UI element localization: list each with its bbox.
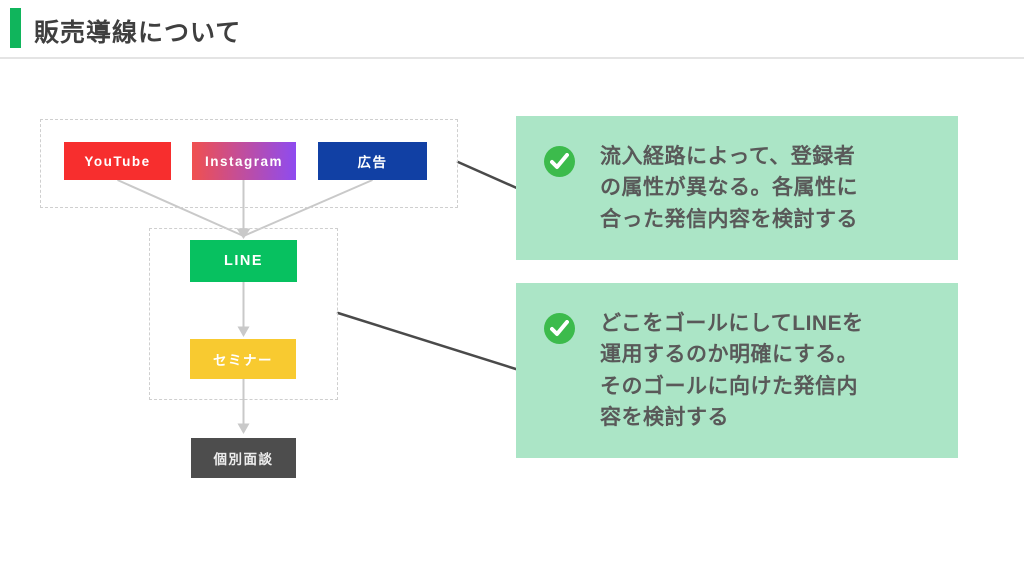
callout-text: どこをゴールにしてLINEを 運用するのか明確にする。 そのゴールに向けた発信内… <box>600 311 864 430</box>
flow-node-interview-label: 個別面談 <box>213 452 274 467</box>
flow-node-interview: 個別面談 <box>191 438 296 478</box>
leader-line-callout-2 <box>336 311 521 372</box>
checkmark-glyph <box>550 320 569 336</box>
callout-text: 流入経路によって、登録者 の属性が異なる。各属性に 合った発信内容を検討する <box>600 144 858 231</box>
flow-node-seminar-label: セミナー <box>213 353 273 368</box>
flow-node-ad-label: 広告 <box>357 155 388 170</box>
leader-line-callout-1 <box>456 160 521 191</box>
line-funnel-group-frame <box>149 228 338 400</box>
checkmark-glyph <box>550 153 569 169</box>
flow-node-line-label: LINE <box>223 253 264 269</box>
sources-group-frame <box>40 119 458 208</box>
check-circle-icon <box>544 146 575 177</box>
arrowhead-into-interview <box>237 423 250 434</box>
page-title: 販売導線について <box>34 19 242 47</box>
callout-inflow-attributes: 流入経路によって、登録者 の属性が異なる。各属性に 合った発信内容を検討する <box>516 116 958 260</box>
callout-line-goal: どこをゴールにしてLINEを 運用するのか明確にする。 そのゴールに向けた発信内… <box>516 283 958 458</box>
flow-node-ad: 広告 <box>318 142 427 180</box>
flow-node-seminar: セミナー <box>190 339 296 379</box>
flow-node-line: LINE <box>190 240 297 282</box>
check-circle-icon <box>544 313 575 344</box>
flow-node-youtube-label: YouTube <box>84 153 151 169</box>
flow-node-instagram: Instagram <box>192 142 296 180</box>
flow-node-instagram-label: Instagram <box>204 153 284 169</box>
title-accent-bar <box>10 8 21 48</box>
flow-node-youtube: YouTube <box>64 142 171 180</box>
header-divider <box>0 57 1024 59</box>
